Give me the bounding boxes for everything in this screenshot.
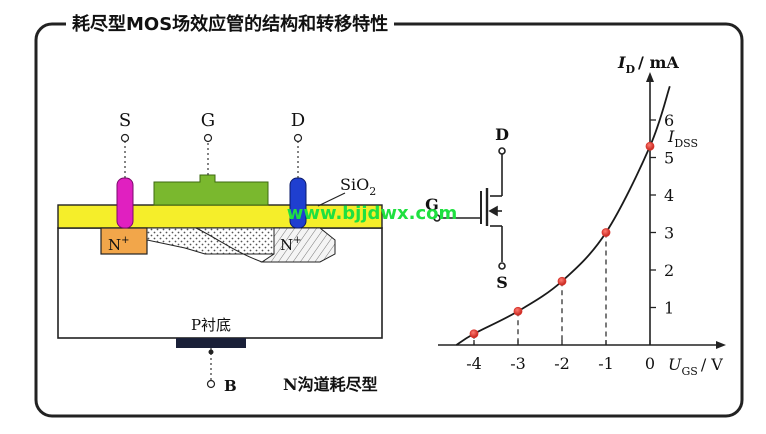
drain-label: D (291, 110, 305, 131)
source-label: S (119, 110, 131, 131)
y-tick-label: 1 (664, 299, 674, 318)
y-tick-label: 2 (664, 261, 674, 280)
body-label: B (224, 377, 237, 395)
x-axis-arrow (716, 341, 726, 349)
y-tick-label: 6 (664, 111, 674, 130)
source-terminal (120, 133, 130, 143)
symbol-source-terminal (498, 262, 506, 270)
transfer-curve (455, 85, 671, 346)
x-tick-label: -2 (554, 354, 570, 373)
data-point (557, 276, 567, 286)
watermark: www.bjjdwx.com (287, 203, 458, 224)
substrate-label: P衬底 (191, 316, 231, 334)
symbol-source-label: S (496, 273, 508, 292)
data-point (645, 141, 655, 151)
data-point (469, 329, 479, 339)
gate-electrode (153, 174, 269, 206)
symbol-gate-terminal (433, 214, 441, 222)
y-tick-label: 3 (664, 224, 674, 243)
device-type-label: N沟道耗尽型 (283, 375, 378, 394)
data-point (513, 306, 523, 316)
mosfet-symbol: D G S (425, 125, 509, 292)
idss-label: IDSS (667, 127, 698, 150)
mos-structure: S G D SiO2 N+ N+ P衬底 B N沟道耗尽型 (57, 110, 383, 395)
body-terminal (206, 379, 216, 389)
oxide-pointer (317, 192, 346, 207)
x-tick-label: -3 (510, 354, 526, 373)
x-axis-title: UGS/ V (668, 355, 723, 378)
x-tick-label: -4 (466, 354, 482, 373)
oxide-label: SiO2 (340, 175, 376, 198)
substrate-contact (176, 338, 246, 348)
source-electrode (116, 177, 134, 229)
gate-label: G (201, 110, 215, 131)
transfer-characteristic-chart: 1 2 3 4 5 6 -4 -3 -2 -1 0 ID/ mA IDSS UGS/ V (438, 53, 726, 378)
symbol-drain-label: D (495, 125, 509, 144)
symbol-drain-terminal (498, 147, 506, 155)
gate-terminal (203, 133, 213, 143)
page-title: 耗尽型MOS场效应管的结构和转移特性 (66, 10, 395, 40)
y-tick-label: 4 (664, 186, 674, 205)
symbol-gate-label: G (425, 195, 439, 214)
depletion-region (196, 227, 336, 263)
n-plus-left-label: N+ (108, 235, 130, 254)
body-junction (208, 349, 214, 355)
x-tick-label: -1 (598, 354, 614, 373)
y-axis-title: ID/ mA (617, 53, 679, 76)
y-axis-arrow (646, 72, 654, 82)
n-plus-right-label: N+ (280, 235, 302, 254)
data-point (601, 228, 611, 237)
x-tick-label: 0 (645, 354, 655, 373)
drain-terminal (293, 133, 303, 143)
y-tick-label: 5 (664, 149, 674, 168)
